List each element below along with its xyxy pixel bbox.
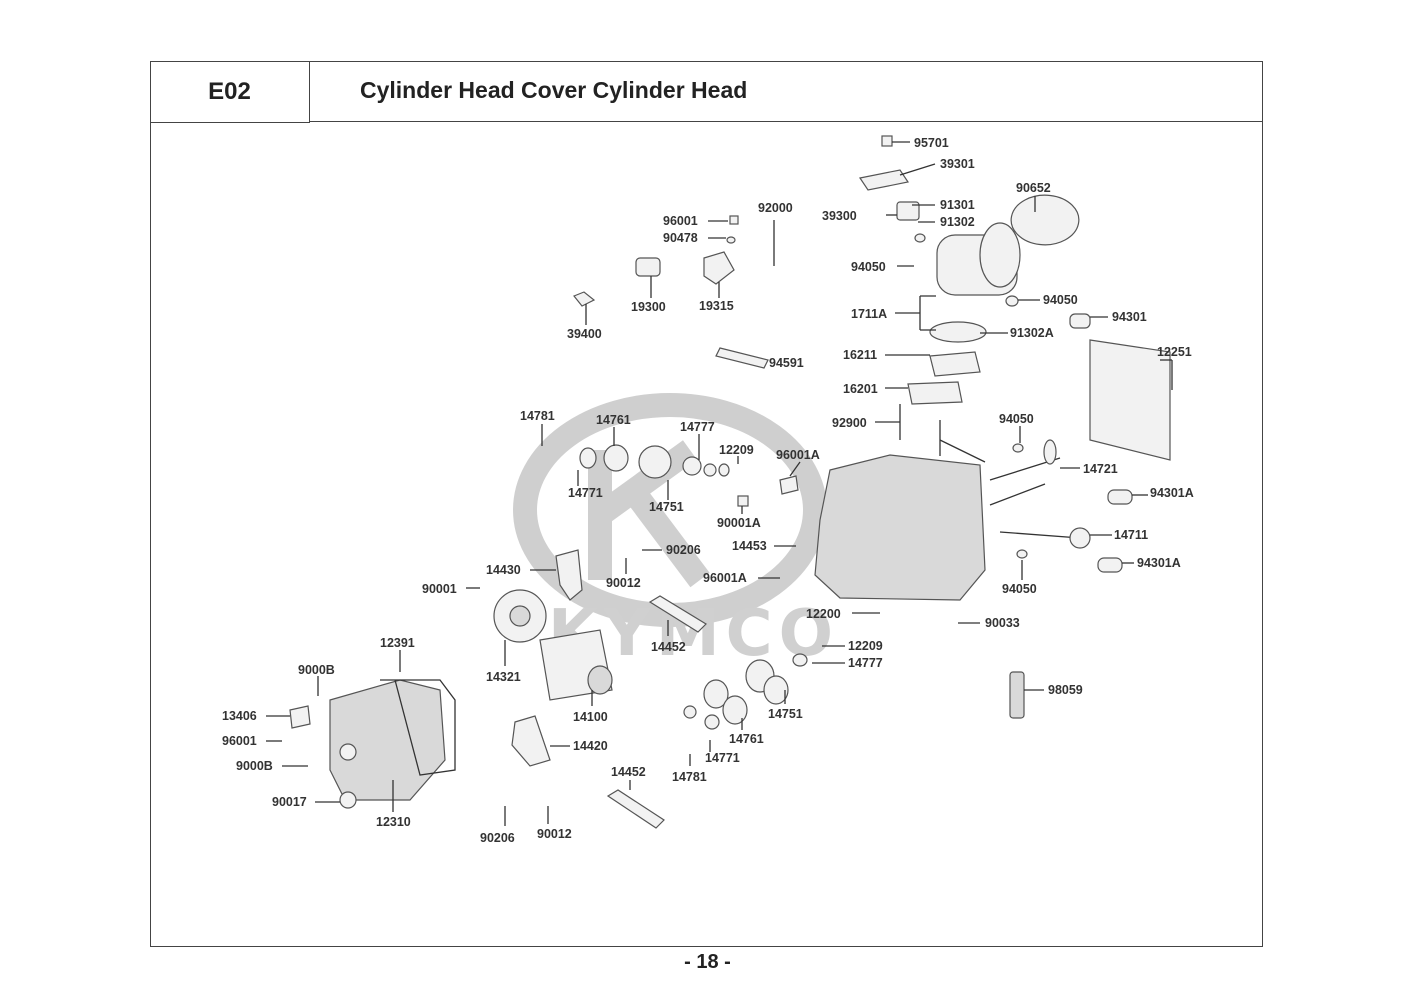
callout-94301A: 94301A	[1137, 556, 1181, 570]
callout-91301: 91301	[940, 198, 975, 212]
callout-12209: 12209	[848, 639, 883, 653]
callout-14771: 14771	[705, 751, 740, 765]
header-divider	[310, 121, 1263, 122]
callout-14100: 14100	[573, 710, 608, 724]
callout-9000B: 9000B	[298, 663, 335, 677]
callout-90206: 90206	[480, 831, 515, 845]
callout-94301: 94301	[1112, 310, 1147, 324]
callout-9000B: 9000B	[236, 759, 273, 773]
callout-12310: 12310	[376, 815, 411, 829]
callout-12200: 12200	[806, 607, 841, 621]
callout-14420: 14420	[573, 739, 608, 753]
callout-98059: 98059	[1048, 683, 1083, 697]
callout-39300: 39300	[822, 209, 857, 223]
callout-14777: 14777	[848, 656, 883, 670]
callout-94050: 94050	[1002, 582, 1037, 596]
callout-14452: 14452	[611, 765, 646, 779]
callout-92000: 92000	[758, 201, 793, 215]
callout-96001A: 96001A	[703, 571, 747, 585]
callout-14751: 14751	[768, 707, 803, 721]
callout-12251: 12251	[1157, 345, 1192, 359]
callout-14452: 14452	[651, 640, 686, 654]
diagram-frame	[150, 61, 1263, 947]
callout-96001: 96001	[222, 734, 257, 748]
callout-94301A: 94301A	[1150, 486, 1194, 500]
callout-12209: 12209	[719, 443, 754, 457]
callout-94050: 94050	[1043, 293, 1078, 307]
callout-90478: 90478	[663, 231, 698, 245]
callout-90012: 90012	[606, 576, 641, 590]
callout-14777: 14777	[680, 420, 715, 434]
callout-14781: 14781	[672, 770, 707, 784]
callout-90033: 90033	[985, 616, 1020, 630]
callout-16201: 16201	[843, 382, 878, 396]
callout-14761: 14761	[596, 413, 631, 427]
callout-95701: 95701	[914, 136, 949, 150]
callout-94050: 94050	[851, 260, 886, 274]
callout-96001A: 96001A	[776, 448, 820, 462]
callout-13406: 13406	[222, 709, 257, 723]
callout-14721: 14721	[1083, 462, 1118, 476]
callout-14761: 14761	[729, 732, 764, 746]
callout-12391: 12391	[380, 636, 415, 650]
callout-1711A: 1711A	[851, 307, 887, 321]
callout-39301: 39301	[940, 157, 975, 171]
page-number: - 18 -	[684, 951, 731, 973]
callout-19300: 19300	[631, 300, 666, 314]
kymco-watermark: KYMCO	[513, 393, 833, 671]
callout-90001A: 90001A	[717, 516, 761, 530]
callout-90001: 90001	[422, 582, 457, 596]
callout-91302A: 91302A	[1010, 326, 1054, 340]
callout-14751: 14751	[649, 500, 684, 514]
callout-90017: 90017	[272, 795, 307, 809]
callout-90012: 90012	[537, 827, 572, 841]
callout-16211: 16211	[843, 348, 877, 362]
page-title: Cylinder Head Cover Cylinder Head	[360, 77, 748, 103]
callout-92900: 92900	[832, 416, 867, 430]
callout-94591: 94591	[769, 356, 804, 370]
callout-39400: 39400	[567, 327, 602, 341]
callout-90652: 90652	[1016, 181, 1051, 195]
callout-14321: 14321	[486, 670, 521, 684]
callout-labels: 95701 39301 91301 39300 91302 90652 9200…	[222, 136, 1194, 845]
section-code: E02	[150, 61, 310, 123]
callout-14453: 14453	[732, 539, 767, 553]
callout-14711: 14711	[1114, 528, 1148, 542]
callout-90206: 90206	[666, 543, 701, 557]
callout-96001: 96001	[663, 214, 698, 228]
callout-94050: 94050	[999, 412, 1034, 426]
callout-19315: 19315	[699, 299, 734, 313]
callout-14430: 14430	[486, 563, 521, 577]
leader-lines	[266, 141, 1173, 826]
callout-14781: 14781	[520, 409, 555, 423]
part-shapes	[289, 135, 1171, 829]
callout-14771: 14771	[568, 486, 603, 500]
callout-91302: 91302	[940, 215, 975, 229]
